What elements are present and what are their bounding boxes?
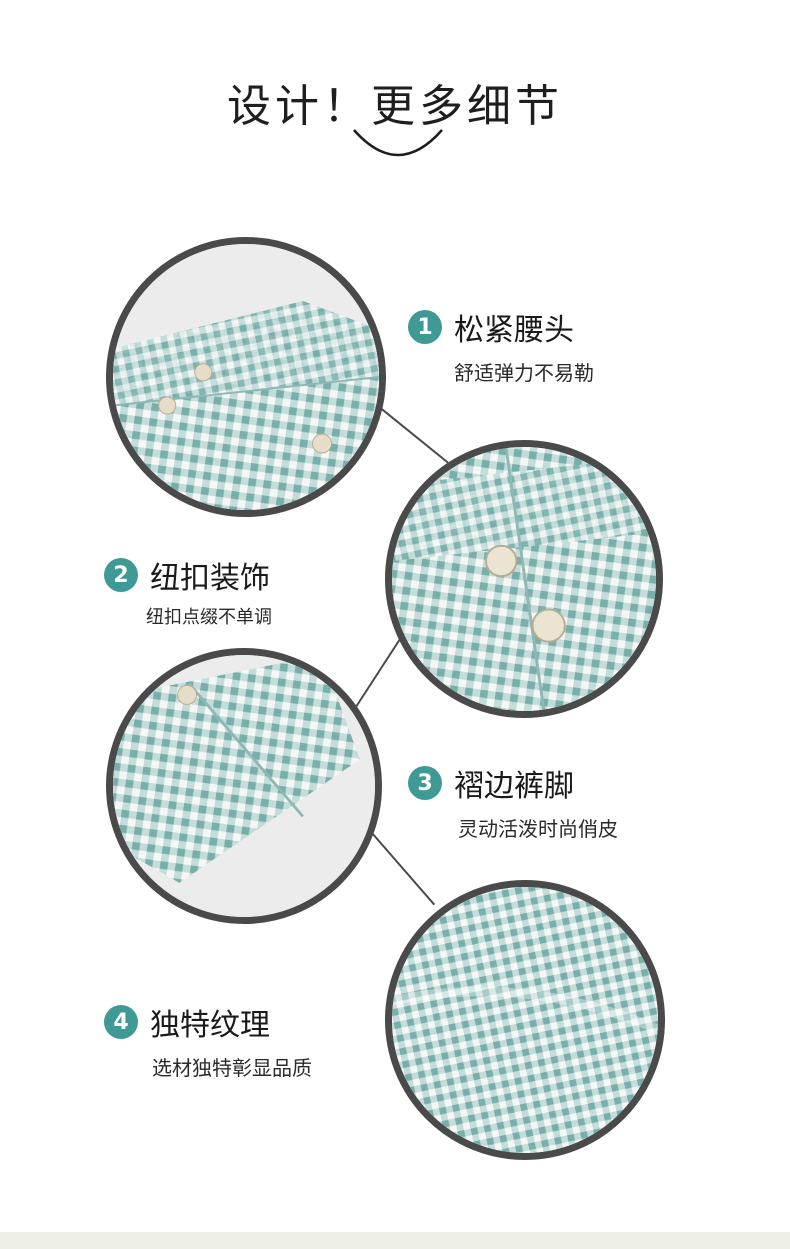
feature-number-badge: 4 [104, 1005, 138, 1039]
texture-photo [385, 880, 665, 1160]
feature-4: 4 独特纹理 选材独特彰显品质 [104, 1000, 312, 1081]
feature-2: 2 纽扣装饰 纽扣点缀不单调 [104, 553, 272, 629]
feature-title: 褶边裤脚 [454, 769, 574, 804]
feature-title: 纽扣装饰 [150, 561, 270, 596]
feature-number-badge: 3 [408, 766, 442, 800]
connector-line-3 [371, 832, 436, 906]
feature-subtitle: 纽扣点缀不单调 [146, 607, 272, 628]
connector-line-1 [377, 405, 449, 464]
feature-title: 松紧腰头 [454, 313, 574, 348]
feature-number-badge: 2 [104, 558, 138, 592]
buttons-photo [385, 440, 663, 718]
feature-subtitle: 灵动活泼时尚俏皮 [458, 817, 618, 841]
waistband-photo [106, 237, 386, 517]
feature-subtitle: 选材独特彰显品质 [152, 1056, 312, 1080]
feature-title: 独特纹理 [150, 1008, 270, 1043]
pleated-hem-photo [106, 648, 382, 924]
page-title: 设计！更多细节 [227, 81, 563, 132]
feature-3: 3 褶边裤脚 灵动活泼时尚俏皮 [408, 761, 618, 842]
feature-1: 1 松紧腰头 舒适弹力不易勒 [408, 305, 594, 386]
feature-number-badge: 1 [408, 310, 442, 344]
feature-subtitle: 舒适弹力不易勒 [454, 361, 594, 385]
smile-decoration [353, 129, 443, 157]
footer-band [0, 1232, 790, 1249]
